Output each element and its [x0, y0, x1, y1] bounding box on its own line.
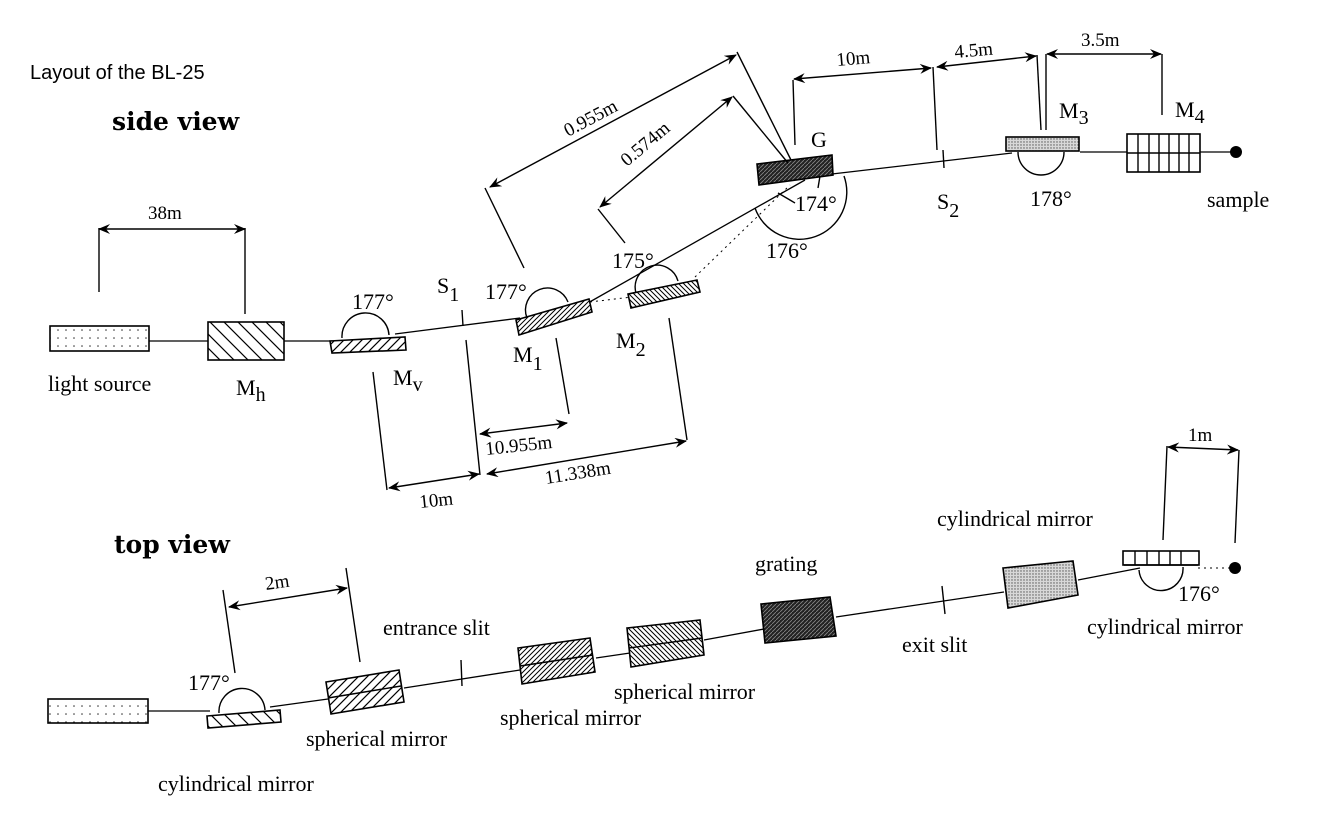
- top-sph1-label: spherical mirror: [306, 726, 448, 751]
- top-spherical-mirror-1: [325, 669, 405, 715]
- m1-angle-arc: [524, 287, 569, 319]
- m3-label: M3: [1059, 98, 1089, 129]
- dim-cyl-to-sample: 1m: [1162, 425, 1240, 544]
- top-cyl1-angle: 177°: [188, 670, 230, 695]
- dim-0574m-label: 0.574m: [617, 118, 675, 171]
- dim-g-to-s2: 10m: [792, 47, 938, 151]
- top-entrance-slit: [460, 659, 463, 687]
- top-cyl3-angle: 176°: [1178, 581, 1220, 606]
- dim-10955m-label: 10.955m: [484, 432, 553, 460]
- top-grating: [760, 596, 837, 644]
- s1-label: S1: [437, 273, 459, 306]
- m4-mirror: [1126, 133, 1201, 173]
- dim-cyl-to-sph: 2m: [222, 567, 361, 674]
- dim-38m-label: 38m: [148, 203, 182, 224]
- m3-mirror: [1005, 136, 1080, 152]
- dim-0955m-label: 0.955m: [560, 96, 621, 142]
- top-cylindrical-mirror-1: [206, 709, 282, 729]
- figure-title: Layout of the BL-25: [30, 62, 205, 84]
- top-cyl1-label: cylindrical mirror: [158, 771, 314, 796]
- side-view: light source Mh 177° Mv S1 177° M1 175° …: [48, 30, 1269, 513]
- m2-angle: 175°: [612, 248, 654, 273]
- top-cyl2-label: cylindrical mirror: [937, 506, 1093, 531]
- m1-label: M1: [513, 342, 543, 375]
- m2-angle-arc: [634, 264, 679, 294]
- m2-mirror: [627, 279, 701, 309]
- light-source-label: light source: [48, 371, 151, 396]
- top-cyl1-angle-arc: [218, 687, 266, 714]
- mh-label: Mh: [236, 375, 266, 406]
- dim-10m-g-label: 10m: [836, 47, 872, 71]
- top-exit-slit: [941, 585, 946, 615]
- top-sph2-label: spherical mirror: [500, 705, 642, 730]
- top-grating-label: grating: [755, 551, 817, 576]
- top-cyl3-angle-arc: [1138, 566, 1184, 592]
- g-angle-tick: [817, 175, 821, 189]
- g-inner-angle: 174°: [795, 191, 837, 216]
- m3-angle-arc: [1017, 151, 1065, 176]
- m4-label: M4: [1175, 97, 1205, 128]
- dim-mv-to-s1: 10m: [372, 339, 481, 513]
- mv-mirror: [329, 336, 407, 354]
- sample-label: sample: [1207, 187, 1269, 212]
- top-cylindrical-mirror-3: [1122, 550, 1200, 566]
- side-view-heading: side view: [112, 107, 241, 136]
- dim-35m-label: 3.5m: [1081, 30, 1120, 51]
- top-exit-slit-label: exit slit: [902, 632, 967, 657]
- grating-g: [756, 154, 834, 186]
- m2-label: M2: [616, 328, 646, 361]
- dim-45m-label: 4.5m: [954, 39, 994, 63]
- m3-angle: 178°: [1030, 186, 1072, 211]
- top-view: 177° cylindrical mirror spherical mirror…: [47, 425, 1243, 796]
- top-spherical-mirror-3: [626, 619, 705, 668]
- top-sph3-label: spherical mirror: [614, 679, 756, 704]
- m1-mirror: [515, 297, 593, 337]
- top-cyl3-label: cylindrical mirror: [1087, 614, 1243, 639]
- mv-angle: 177°: [352, 289, 394, 314]
- g-inner-angle-arc: [777, 192, 796, 204]
- top-light-source-box: [47, 698, 149, 724]
- g-outer-angle: 176°: [766, 238, 808, 263]
- mv-angle-arc: [341, 312, 390, 339]
- top-view-heading: top view: [114, 530, 231, 559]
- s2-label: S2: [937, 189, 959, 222]
- top-sample-point: [1229, 562, 1241, 574]
- light-source-box: [49, 325, 150, 352]
- dim-s2-to-m3: 4.5m: [936, 39, 1042, 131]
- dim-m3-to-m4: 3.5m: [1045, 30, 1163, 130]
- side-beam-path: [149, 151, 1236, 342]
- m1-angle: 177°: [485, 279, 527, 304]
- s1-slit: [461, 309, 464, 327]
- top-entrance-slit-label: entrance slit: [383, 615, 490, 640]
- dim-10m-label: 10m: [418, 489, 454, 513]
- dim-source-to-mh: 38m: [98, 203, 246, 314]
- s2-slit: [942, 149, 945, 169]
- dim-1m-label: 1m: [1188, 425, 1213, 446]
- top-cylindrical-mirror-2: [1002, 560, 1079, 609]
- mv-label: Mv: [393, 365, 423, 396]
- g-label: G: [811, 127, 827, 152]
- sample-point: [1230, 146, 1242, 158]
- g-outer-angle-arc: [754, 175, 848, 240]
- mh-mirror: [207, 321, 285, 361]
- dim-2m-label: 2m: [264, 571, 291, 595]
- top-spherical-mirror-2: [517, 637, 596, 685]
